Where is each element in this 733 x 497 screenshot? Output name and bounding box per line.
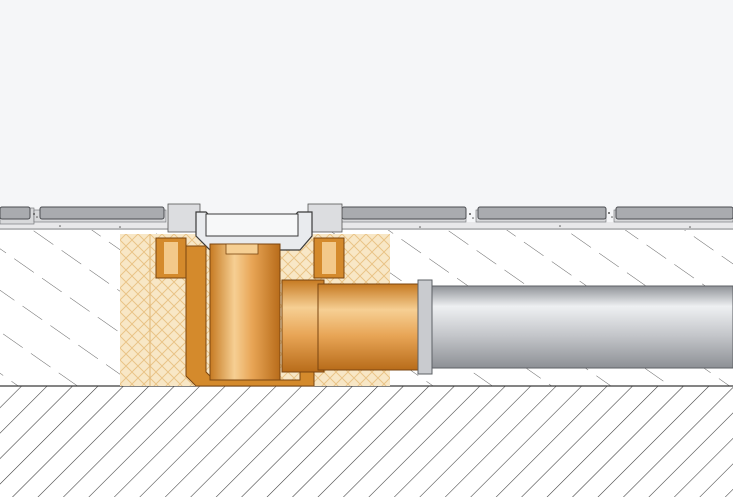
drain-cover — [195, 211, 313, 251]
drain-outlet — [281, 279, 427, 373]
concrete-slab — [0, 385, 733, 497]
drain-flange — [155, 237, 345, 279]
drain-surround — [167, 203, 343, 233]
drain-body — [185, 243, 315, 387]
drain-pipe — [417, 279, 733, 375]
tile-layer — [0, 206, 733, 230]
